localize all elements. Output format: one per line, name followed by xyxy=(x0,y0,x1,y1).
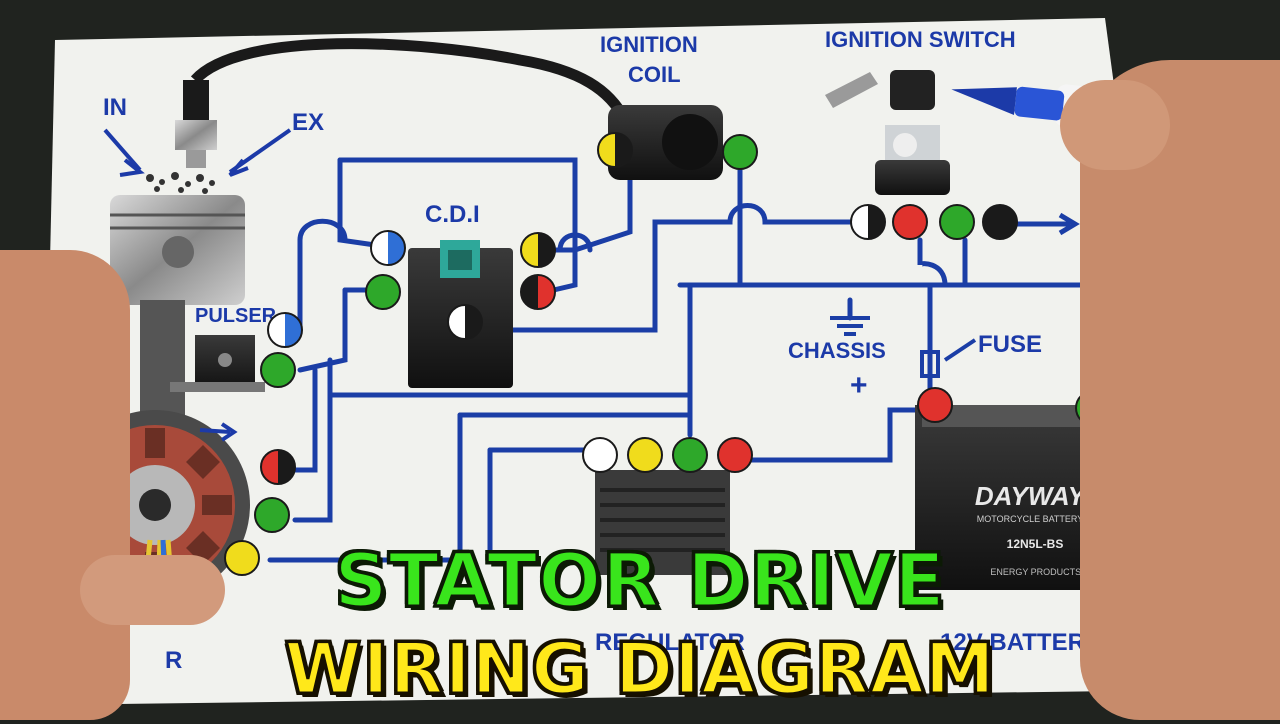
fuse-symbol xyxy=(920,350,940,378)
ignition-switch-component xyxy=(825,70,950,195)
label-plus: + xyxy=(850,369,868,402)
label-fuse: FUSE xyxy=(978,331,1042,358)
stator-connector-yellow xyxy=(224,540,260,576)
cdi-connector-white-blue xyxy=(370,230,406,266)
label-battery: 12V BATTERY xyxy=(940,629,1100,656)
stator-connector-green xyxy=(254,497,290,533)
rotation-arrow xyxy=(199,422,238,442)
cdi-connector-black-white xyxy=(447,304,483,340)
coil-connector-green xyxy=(722,134,758,170)
regulator-connector-yellow xyxy=(627,437,663,473)
regulator-unit xyxy=(595,470,730,575)
label-intake: IN xyxy=(103,94,127,121)
label-pulser: PULSER xyxy=(195,305,277,327)
coil-connector-yellow-black xyxy=(597,132,633,168)
chassis-ground-symbol xyxy=(830,316,870,336)
cdi-connector-yellow-black xyxy=(520,232,556,268)
output-arrow xyxy=(1010,212,1080,236)
valve-arrows xyxy=(103,128,292,177)
battery-subtitle: MOTORCYCLE BATTERY xyxy=(977,514,1084,524)
fuse-connector-red xyxy=(917,387,953,423)
left-hand xyxy=(0,250,130,720)
connector-dots xyxy=(224,132,1111,576)
label-ignition-coil-2: COIL xyxy=(628,62,681,87)
switch-connector-red xyxy=(892,204,928,240)
switch-connector-black xyxy=(982,204,1018,240)
label-exhaust: EX xyxy=(292,109,324,136)
spark-plug xyxy=(175,80,217,168)
label-regulator: REGULATOR xyxy=(595,629,745,656)
fuel-spray xyxy=(146,172,215,194)
regulator-connector-white xyxy=(582,437,618,473)
battery-brand: DAYWAY xyxy=(975,481,1088,511)
regulator-connector-green xyxy=(672,437,708,473)
switch-connector-white-black xyxy=(850,204,886,240)
label-ignition-coil-1: IGNITION xyxy=(600,32,698,57)
fuse-pointer xyxy=(943,338,977,362)
label-stator: R xyxy=(165,647,182,674)
left-thumb xyxy=(80,555,225,625)
headline-line-1: STATOR DRIVE xyxy=(333,537,946,626)
right-finger xyxy=(1060,80,1170,170)
right-hand xyxy=(1080,60,1280,720)
regulator-connector-red xyxy=(717,437,753,473)
pulser-connector-white-blue xyxy=(267,312,303,348)
battery-maker: ENERGY PRODUCTS CORP xyxy=(990,567,1109,577)
label-chassis: CHASSIS xyxy=(788,338,886,363)
switch-connector-green xyxy=(939,204,975,240)
label-ignition-switch: IGNITION SWITCH xyxy=(825,27,1016,52)
ignition-coil xyxy=(608,105,723,180)
pulser-connector-green xyxy=(260,352,296,388)
pulser-component xyxy=(170,335,265,392)
headline-line-2: WIRING DIAGRAM xyxy=(283,627,996,712)
cdi-connector-green xyxy=(365,274,401,310)
cdi-connector-red-black xyxy=(520,274,556,310)
battery-model: 12N5L-BS xyxy=(1007,537,1064,551)
label-cdi: C.D.I xyxy=(425,201,480,228)
hv-lead xyxy=(190,38,630,123)
stator-connector-red-black xyxy=(260,449,296,485)
